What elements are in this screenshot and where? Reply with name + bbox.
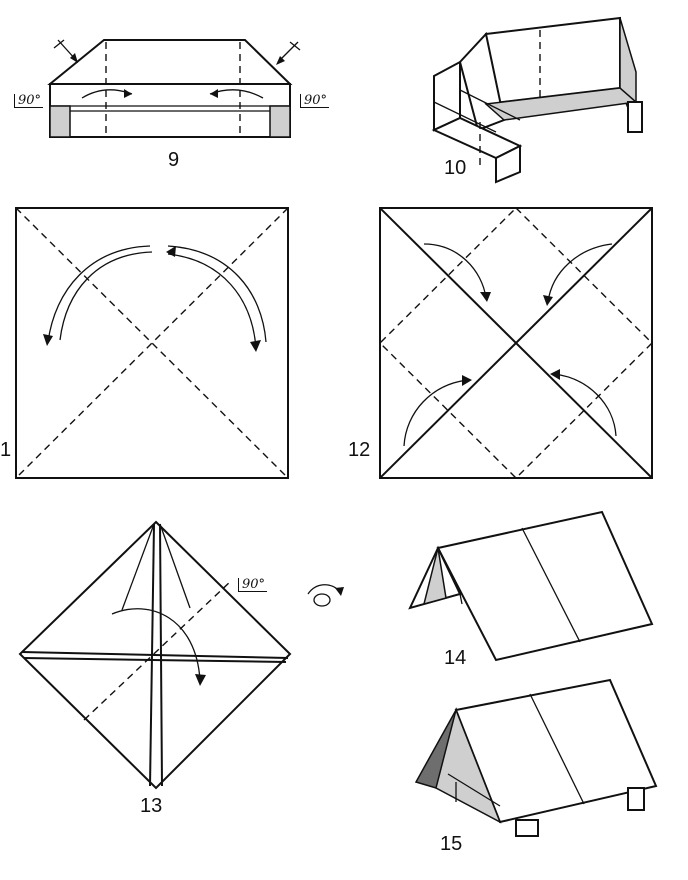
step-number: 12 bbox=[348, 439, 371, 461]
step-number: 10 bbox=[444, 157, 467, 179]
angle-mark: 90° bbox=[238, 578, 268, 592]
step-13: 90° 13 bbox=[0, 510, 360, 855]
step-15: 15 bbox=[400, 670, 670, 860]
step-number: 1 bbox=[0, 439, 12, 461]
step-9-figure bbox=[47, 39, 301, 138]
flip-over-icon bbox=[307, 584, 344, 607]
angle-mark-right: 90° bbox=[300, 94, 330, 108]
step-number: 9 bbox=[168, 149, 180, 171]
step-11-figure bbox=[15, 207, 289, 479]
step-12-figure bbox=[379, 207, 653, 479]
step-10-figure bbox=[431, 16, 643, 184]
step-12: 12 bbox=[340, 200, 660, 485]
step-10: 10 bbox=[420, 10, 660, 185]
step-13-figure bbox=[18, 520, 344, 790]
step-14-figure bbox=[408, 510, 654, 662]
step-number: 15 bbox=[440, 833, 463, 855]
angle-mark-left: 90° bbox=[14, 94, 44, 108]
step-number: 14 bbox=[444, 647, 467, 669]
step-15-figure bbox=[414, 678, 658, 837]
step-number: 13 bbox=[140, 795, 163, 817]
step-14: 14 bbox=[400, 500, 670, 675]
step-11: 1 bbox=[0, 200, 300, 485]
step-9: 90° 90° 9 bbox=[0, 0, 330, 180]
